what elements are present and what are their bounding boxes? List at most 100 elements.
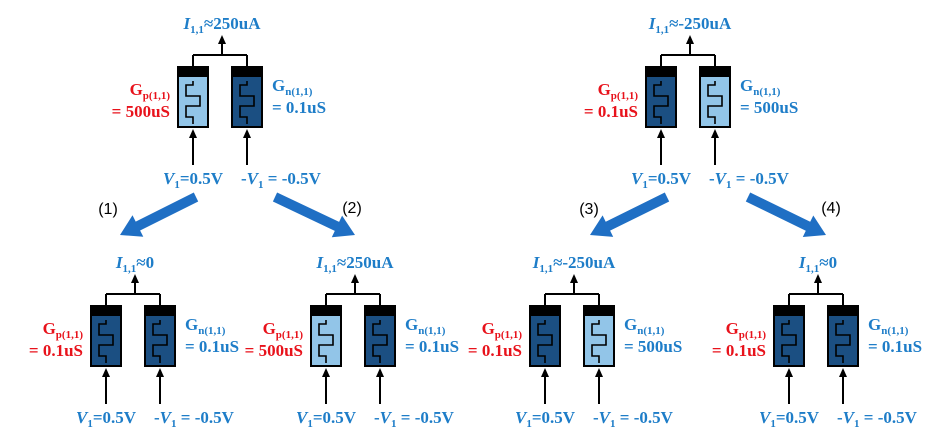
gp-value: = 0.1uS — [712, 341, 766, 360]
device-electrode — [700, 67, 730, 77]
gn-value: = 500uS — [624, 337, 682, 356]
output-current-label: I1,1≈250uA — [316, 253, 395, 275]
device-filament — [372, 320, 388, 363]
input-arrow-right-head — [839, 368, 847, 377]
gn-value: = 0.1uS — [405, 337, 459, 356]
input-arrow-right-head — [595, 368, 603, 377]
gp-label: Gp(1,1) — [43, 319, 84, 341]
gp-value: = 0.1uS — [468, 341, 522, 360]
device-filament — [185, 81, 201, 124]
gp-value: = 500uS — [112, 102, 170, 121]
output-arrow-head — [351, 274, 359, 283]
output-current-label: I1,1≈0 — [798, 253, 837, 275]
device-electrode — [145, 306, 175, 316]
arrow-shape — [745, 192, 826, 237]
gn-device — [583, 305, 615, 367]
device-filament — [591, 320, 607, 363]
input-arrow-left-head — [322, 368, 330, 377]
device-electrode — [646, 67, 676, 77]
device-filament — [98, 320, 114, 363]
gp-value: = 0.1uS — [584, 102, 638, 121]
gp-label: Gp(1,1) — [726, 319, 767, 341]
input-arrow-right-head — [156, 368, 164, 377]
gp-device — [90, 305, 122, 367]
input-arrow-left-head — [102, 368, 110, 377]
gn-value: = 0.1uS — [185, 337, 239, 356]
output-arrow-head — [570, 274, 578, 283]
output-arrow-head — [131, 274, 139, 283]
input-arrow-left-head — [541, 368, 549, 377]
negative-voltage-label: -V1 = -0.5V — [374, 408, 455, 430]
negative-voltage-label: -V1 = -0.5V — [837, 408, 918, 430]
transition-arrow-1: (1) — [98, 192, 199, 237]
circuit-4: I1,1≈250uA Gp(1,1)= 500uS Gn(1,1)= 0.1uS V1… — [245, 253, 459, 430]
transition-arrow-4: (4) — [745, 192, 841, 237]
arrow-shape — [120, 192, 199, 237]
gn-label: Gn(1,1) — [405, 315, 446, 337]
device-filament — [835, 320, 851, 363]
device-electrode — [91, 306, 121, 316]
circuit-1: I1,1≈250uA Gp(1,1)= 500uS Gn(1,1)= 0.1uS V1… — [112, 14, 326, 191]
input-voltage-label: V1=0.5V — [296, 408, 357, 430]
input-arrow-left-head — [785, 368, 793, 377]
gn-label: Gn(1,1) — [624, 315, 665, 337]
gp-value: = 500uS — [245, 341, 303, 360]
output-current-label: I1,1≈-250uA — [532, 253, 616, 275]
device-electrode — [311, 306, 341, 316]
input-arrow-right-head — [711, 129, 719, 138]
gn-device — [827, 305, 859, 367]
gn-label: Gn(1,1) — [868, 315, 909, 337]
device-filament — [152, 320, 168, 363]
gn-value: = 0.1uS — [272, 98, 326, 117]
transition-label: (1) — [98, 201, 118, 218]
negative-voltage-label: -V1 = -0.5V — [593, 408, 674, 430]
gn-label: Gn(1,1) — [740, 76, 781, 98]
transition-label: (4) — [821, 200, 841, 217]
device-electrode — [365, 306, 395, 316]
negative-voltage-label: -V1 = -0.5V — [154, 408, 235, 430]
arrow-shape — [272, 192, 355, 238]
device-electrode — [774, 306, 804, 316]
gp-device — [529, 305, 561, 367]
gp-value: = 0.1uS — [29, 341, 83, 360]
input-arrow-left-head — [189, 129, 197, 138]
device-electrode — [828, 306, 858, 316]
output-arrow-head — [814, 274, 822, 283]
gn-value: = 500uS — [740, 98, 798, 117]
device-filament — [653, 81, 669, 124]
output-current-label: I1,1≈250uA — [183, 14, 262, 36]
input-arrow-right-head — [243, 129, 251, 138]
transition-label: (3) — [579, 201, 599, 218]
input-voltage-label: V1=0.5V — [631, 169, 692, 191]
input-arrow-left-head — [657, 129, 665, 138]
input-voltage-label: V1=0.5V — [163, 169, 224, 191]
gp-device — [645, 66, 677, 128]
gn-label: Gn(1,1) — [185, 315, 226, 337]
device-filament — [537, 320, 553, 363]
output-current-label: I1,1≈-250uA — [648, 14, 732, 36]
output-current-label: I1,1≈0 — [115, 253, 154, 275]
device-filament — [707, 81, 723, 124]
gp-device — [310, 305, 342, 367]
output-arrow-head — [218, 35, 226, 44]
negative-voltage-label: -V1 = -0.5V — [241, 169, 322, 191]
device-electrode — [530, 306, 560, 316]
device-electrode — [178, 67, 208, 77]
gp-label: Gp(1,1) — [263, 319, 304, 341]
gp-device — [773, 305, 805, 367]
gp-label: Gp(1,1) — [482, 319, 523, 341]
gn-device — [364, 305, 396, 367]
input-arrow-right-head — [376, 368, 384, 377]
gn-label: Gn(1,1) — [272, 76, 313, 98]
arrow-shape — [590, 192, 670, 237]
device-electrode — [232, 67, 262, 77]
gn-device — [231, 66, 263, 128]
gp-device — [177, 66, 209, 128]
gp-label: Gp(1,1) — [130, 80, 171, 102]
